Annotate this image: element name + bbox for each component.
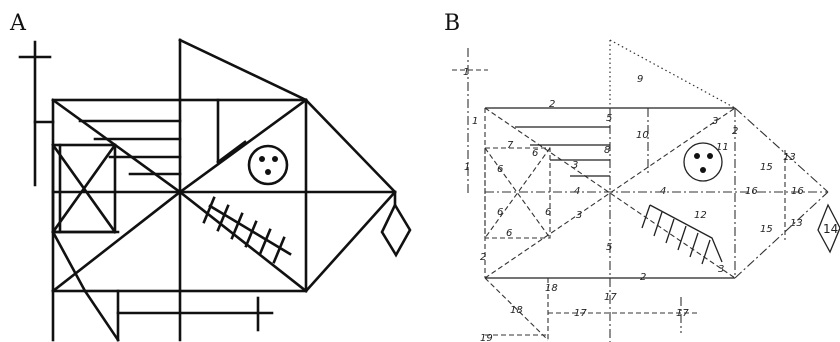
b-gill-3: [665, 218, 675, 244]
gill-5: [258, 228, 272, 256]
b-x-box: [484, 147, 551, 239]
b-label-18a: 18: [545, 283, 558, 294]
inner-upper-link: [216, 140, 247, 164]
b-label-7: 7: [507, 140, 514, 151]
eye-dot-3: [265, 169, 271, 175]
gill-3: [230, 212, 244, 240]
b-eye-dot-1: [694, 153, 700, 159]
b-label-18b: 18: [510, 305, 523, 316]
diag-ul: [51, 98, 182, 194]
eye-dot-2: [272, 156, 278, 162]
b-label-13a: 13: [783, 152, 796, 163]
b-x-diag-1: [484, 147, 551, 239]
b-label-3d: 3: [718, 264, 724, 275]
b-label-3a: 3: [712, 116, 718, 127]
b-head-lower: [734, 191, 829, 279]
b-label-17a: 17: [604, 292, 617, 303]
b-fin-top: [609, 39, 736, 109]
b-label-16a: 16: [745, 186, 758, 197]
b-label-17b: 17: [574, 308, 587, 319]
fin-top-edge: [178, 38, 308, 102]
b-label-2a: 2: [549, 99, 555, 110]
b-label-6a: 6: [532, 148, 538, 159]
b-label-12: 12: [694, 210, 707, 221]
b-label-6d: 6: [545, 207, 551, 218]
b-label-4a: 4: [574, 186, 580, 197]
b-label-15a: 15: [760, 162, 773, 173]
b-eye-circle: [683, 142, 723, 182]
b-diag-2: [484, 107, 736, 279]
diag-ur: [178, 98, 308, 194]
b-gill-2: [653, 211, 663, 237]
b-label-14: 14: [823, 222, 838, 236]
b-eye-dot-3: [700, 167, 706, 173]
b-label-10: 10: [636, 130, 649, 141]
b-x-diag-2: [484, 147, 551, 239]
b-eye-dot-2: [707, 153, 713, 159]
gill-4: [244, 220, 258, 248]
b-label-3c: 3: [576, 210, 582, 221]
diag-ll: [51, 190, 182, 293]
b-label-6b: 6: [497, 164, 503, 175]
gill-1: [202, 196, 216, 224]
b-label-4b: 4: [660, 186, 666, 197]
b-label-5b: 5: [606, 242, 612, 253]
b-gill-6: [701, 239, 711, 265]
bottom-slant: [83, 289, 120, 342]
b-label-6c: 6: [497, 207, 503, 218]
gill-6: [272, 236, 286, 264]
b-nose-diamond: [817, 203, 840, 254]
b-gill-1: [641, 204, 651, 229]
diag-lr: [178, 190, 308, 293]
b-label-1a: 1: [463, 67, 469, 78]
b-gill-5: [689, 232, 699, 258]
b-label-8: 8: [604, 145, 610, 156]
b-bottom-slant: [484, 277, 549, 341]
b-label-2d: 2: [640, 272, 646, 283]
panel-a-drawing: [18, 38, 412, 342]
b-label-17c: 17: [676, 308, 689, 319]
b-head-upper: [734, 107, 829, 193]
b-label-2c: 2: [480, 252, 486, 263]
b-label-19: 19: [480, 333, 493, 342]
x-box-diag-2: [51, 143, 117, 234]
eye-dot-1: [259, 156, 265, 162]
b-label-6e: 6: [506, 228, 512, 239]
b-diag-1: [484, 107, 736, 279]
panel-a-letter: A: [9, 11, 27, 36]
b-label-15b: 15: [760, 224, 773, 235]
b-gill-4: [677, 225, 687, 251]
panel-b-numbers: 1 1 1 2 2 2 2 3 3 3 3 4 4 5 5 6 6 6 6 6 …: [463, 67, 838, 342]
panel-b-drawing: [452, 39, 840, 342]
b-label-13b: 13: [790, 218, 803, 229]
nose-diamond: [380, 202, 412, 258]
b-label-1c: 1: [464, 162, 470, 173]
eye-circle: [247, 144, 289, 186]
lower-left-slant: [51, 230, 87, 293]
b-label-1b: 1: [472, 116, 478, 127]
b-label-3b: 3: [572, 160, 578, 171]
gill-2: [216, 204, 230, 232]
b-label-2b: 2: [732, 126, 738, 137]
b-label-11: 11: [716, 142, 729, 153]
b-label-5a: 5: [606, 113, 612, 124]
b-gill-bracket: [649, 204, 723, 263]
panel-b-letter: B: [444, 11, 460, 36]
b-label-16b: 16: [791, 186, 804, 197]
b-label-9: 9: [637, 74, 643, 85]
head-triangle: [304, 98, 397, 293]
